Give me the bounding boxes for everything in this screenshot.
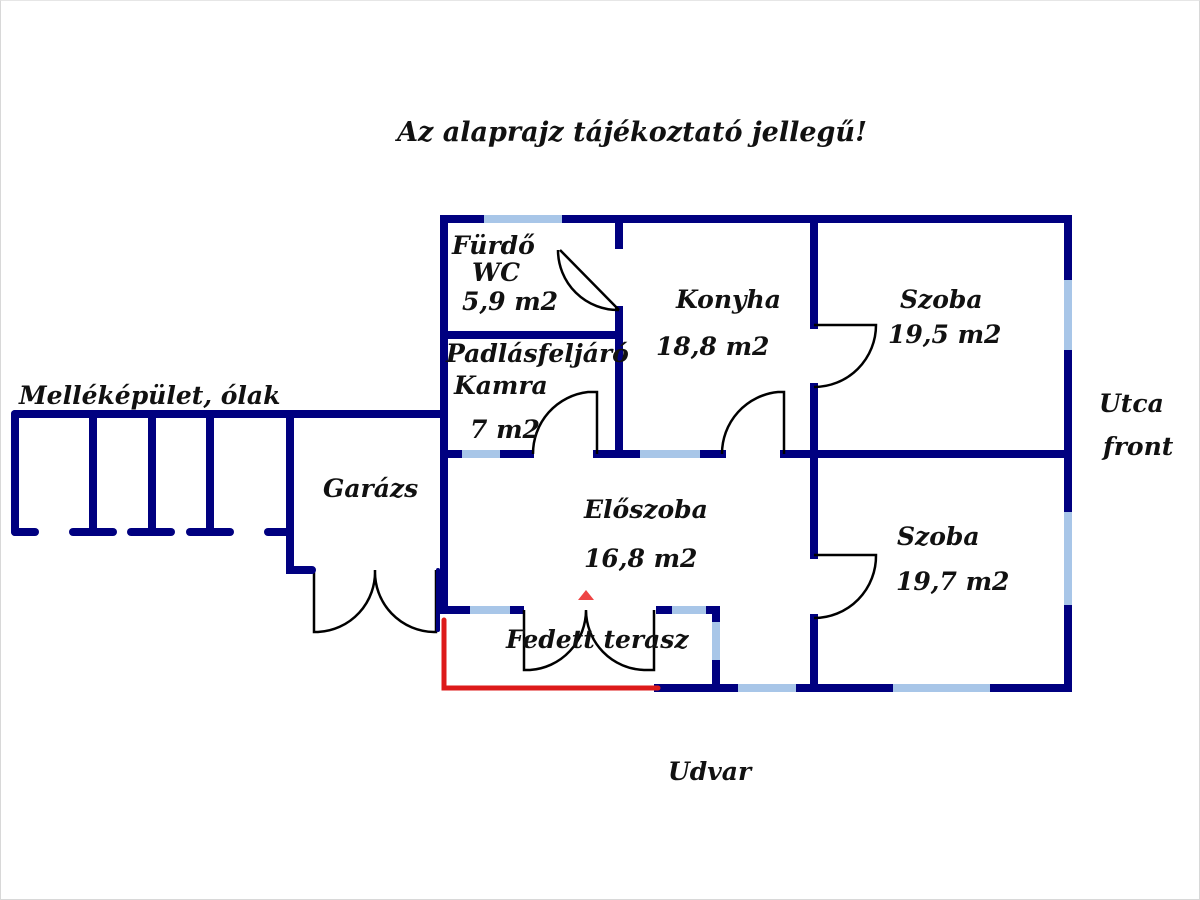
door-room1 [813, 323, 878, 389]
room-name-bath: Fürdő [451, 231, 535, 260]
main-house-walls [440, 215, 1072, 692]
outbuilding-walls [11, 410, 448, 632]
doors [312, 249, 878, 672]
terrace-edge [441, 617, 661, 691]
door-garage-double [312, 569, 438, 634]
door-bath [556, 249, 620, 312]
room-name-wc: WC [472, 258, 520, 287]
room-name-room1: Szoba [900, 285, 983, 314]
label-yard: Udvar [668, 757, 753, 786]
disclaimer-note: Az alaprajz tájékoztató jellegű! [394, 117, 867, 148]
label-outbuildings: Melléképület, ólak [18, 381, 280, 410]
room-area-room2: 19,7 m2 [896, 567, 1009, 596]
room-name-attic-access: Padlásfeljáró [445, 339, 629, 368]
room-area-kitchen: 18,8 m2 [656, 332, 769, 361]
door-kitchen [720, 390, 786, 455]
label-street-front: front [1101, 432, 1174, 461]
door-room2 [813, 553, 878, 620]
terrace-red-edge [441, 617, 661, 691]
room-area-bath: 5,9 m2 [462, 287, 558, 316]
room-name-kitchen: Konyha [675, 285, 781, 314]
garage-left-wall [286, 410, 316, 574]
door-entrance-double [522, 609, 656, 672]
room-name-terrace: Fedett terasz [505, 625, 689, 654]
room-name-hall: Előszoba [583, 495, 708, 524]
door-pantry [531, 390, 599, 455]
room-name-garage: Garázs [323, 474, 418, 503]
room-name-room2: Szoba [897, 522, 980, 551]
room-area-room1: 19,5 m2 [888, 320, 1001, 349]
entrance-arrow-icon [578, 590, 594, 600]
label-street: Utca [1099, 389, 1164, 418]
room-area-pantry: 7 m2 [470, 415, 540, 444]
room-name-pantry: Kamra [453, 371, 548, 400]
windows [462, 215, 1072, 692]
room-area-hall: 16,8 m2 [584, 544, 697, 573]
